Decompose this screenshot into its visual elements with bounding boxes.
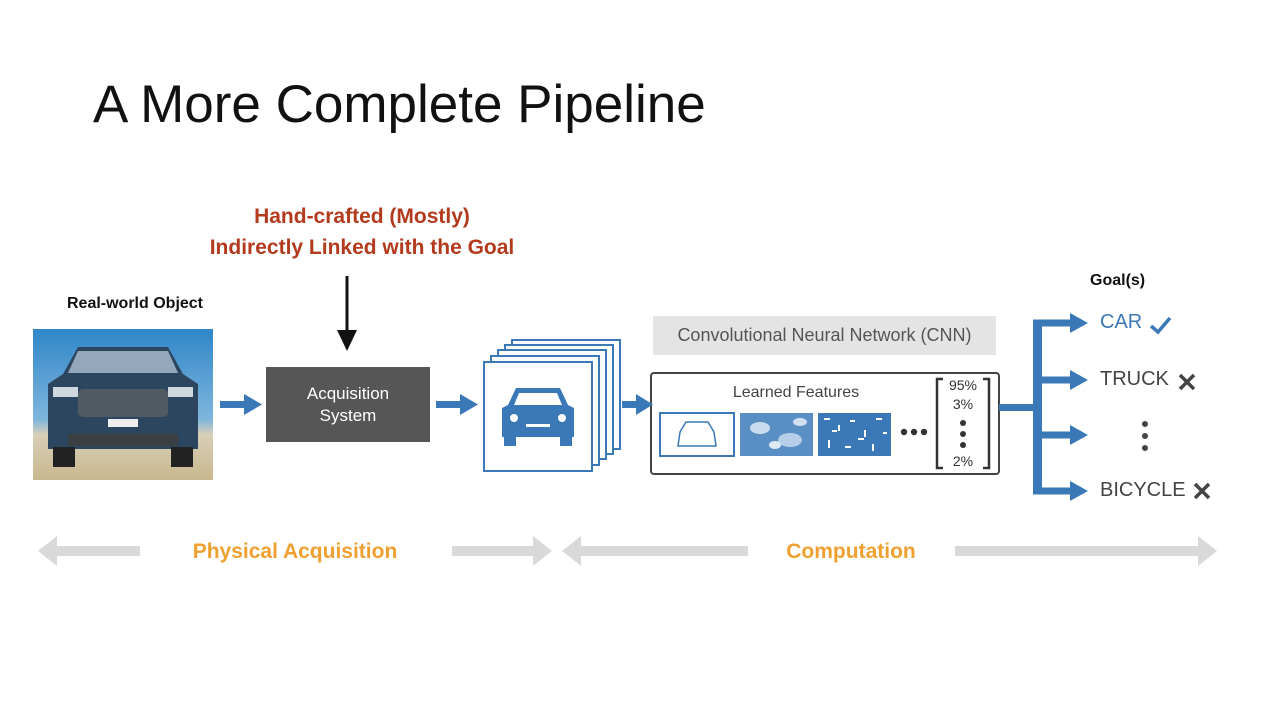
annotation-line1: Hand-crafted (Mostly)	[254, 205, 470, 228]
acquisition-line2: System	[319, 405, 377, 425]
ellipsis-dots	[900, 428, 928, 436]
goal-bicycle: BICYCLE	[1100, 479, 1186, 501]
goal-dots	[1142, 421, 1148, 451]
car-icon	[502, 388, 574, 446]
object-label: Real-world Object	[66, 295, 204, 312]
check-icon	[1149, 316, 1172, 335]
feature-map-1	[659, 412, 735, 457]
goal-car: CAR	[1100, 311, 1143, 333]
cross-icon	[1178, 373, 1196, 391]
arrow-object-to-acquisition	[220, 394, 262, 415]
cross-icon	[1193, 482, 1211, 500]
car-photo	[33, 329, 213, 480]
learned-features-label: Learned Features	[732, 384, 860, 401]
feature-map-2	[740, 413, 813, 456]
computation-left-arrow	[562, 536, 748, 566]
prob-car: 95%	[948, 377, 978, 393]
stage-computation: Computation	[786, 540, 916, 563]
output-branch	[999, 313, 1088, 501]
cnn-box	[650, 372, 1000, 475]
goal-truck: TRUCK	[1100, 368, 1169, 390]
probability-bracket	[935, 377, 991, 470]
cnn-label: Convolutional Neural Network (CNN)	[653, 316, 996, 355]
down-arrow	[337, 276, 357, 351]
vector-dots	[960, 420, 966, 448]
stage-physical: Physical Acquisition	[192, 540, 398, 563]
computation-right-arrow	[955, 536, 1217, 566]
prob-bicycle: 2%	[952, 453, 974, 469]
acquisition-line1: Acquisition	[306, 383, 390, 403]
physical-right-arrow	[452, 536, 552, 566]
annotation-line2: Indirectly Linked with the Goal	[209, 236, 515, 259]
feature-map-3	[818, 413, 891, 456]
physical-left-arrow	[38, 536, 140, 566]
arrow-image-to-cnn	[622, 394, 653, 415]
slide-title: A More Complete Pipeline	[93, 75, 706, 134]
prob-truck: 3%	[952, 396, 974, 412]
arrow-acquisition-to-image	[436, 394, 478, 415]
goals-heading: Goal(s)	[1090, 272, 1146, 289]
